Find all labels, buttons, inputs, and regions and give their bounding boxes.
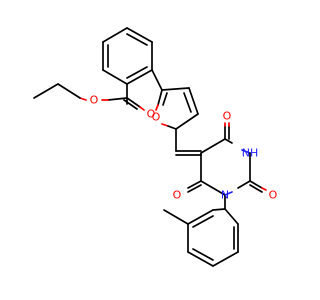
atom-o-ester-carbonyl: O xyxy=(147,108,156,121)
atom-n-aryl: N xyxy=(221,189,229,202)
furan-ring xyxy=(155,87,199,130)
pyrimidinetrione-ring xyxy=(187,122,267,196)
atom-o-c6: O xyxy=(173,189,182,202)
atom-nh: NH xyxy=(242,147,259,160)
aryl-furan-bond xyxy=(151,69,163,91)
o-tolyl-ring xyxy=(163,194,239,267)
molecule-structure-diagram: O O O O NH O N O xyxy=(33,27,278,267)
atom-o-c4: O xyxy=(223,110,232,123)
methylidene-bridge xyxy=(175,128,202,156)
atom-o-furan: O xyxy=(152,111,161,124)
atom-o-c2: O xyxy=(269,189,278,202)
benzoate-ring xyxy=(102,27,153,85)
ethyl-ester-group xyxy=(33,83,145,111)
atom-o-ester: O xyxy=(90,94,99,107)
